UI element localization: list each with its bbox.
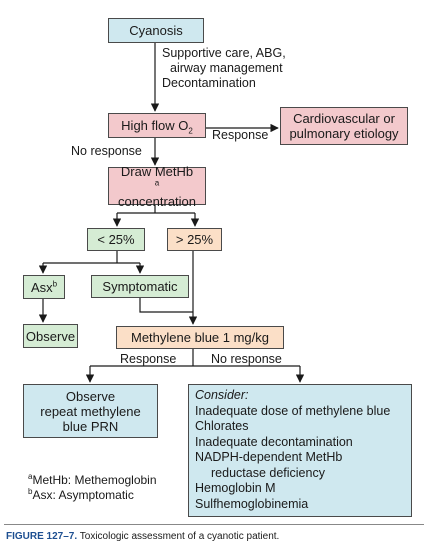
node-lt25-label: < 25% xyxy=(97,232,135,247)
edge-label-supportive: Supportive care, ABG, airway management … xyxy=(162,46,332,91)
consider-item: Inadequate dose of methylene blue xyxy=(195,403,391,418)
edge-label-no-response-bottom: No response xyxy=(211,352,282,366)
consider-item: reductase deficiency xyxy=(211,465,325,480)
node-symptomatic-label: Symptomatic xyxy=(102,279,178,294)
consider-item: Sulfhemoglobinemia xyxy=(195,496,309,511)
consider-item: Chlorates xyxy=(195,419,249,433)
footnote-b-text: Asx: Asymptomatic xyxy=(32,488,134,502)
footnote-a-text: MetHb: Methemoglobin xyxy=(32,473,157,487)
node-observe-repeat: Observe repeat methylene blue PRN xyxy=(23,384,158,438)
edge-label-no-response: No response xyxy=(71,144,142,158)
draw-methb-footnote-mark: a xyxy=(154,178,160,188)
node-asx: Asxb xyxy=(23,275,65,299)
high-flow-o2-subscript: 2 xyxy=(188,126,193,136)
edge-label-response-bottom: Response xyxy=(120,352,177,366)
figure-label: FIGURE 127–7. xyxy=(6,531,78,542)
observe-repeat-line-1: Observe xyxy=(65,388,116,404)
node-gt25-label: > 25% xyxy=(175,232,214,247)
draw-methb-line-2: concentration xyxy=(117,193,197,209)
node-symptomatic: Symptomatic xyxy=(91,275,189,298)
footnote-a-mark: a xyxy=(28,472,33,481)
observe-repeat-line-2: repeat methylene xyxy=(40,403,141,419)
asx-text: Asx xyxy=(30,279,53,295)
edge-symptomatic-to-merge xyxy=(139,298,193,313)
node-cardiovascular: Cardiovascular or pulmonary etiology xyxy=(280,107,408,145)
node-gt25: > 25% xyxy=(167,228,222,251)
consider-item: Inadequate decontamination xyxy=(195,434,353,449)
cardio-line-2: pulmonary etiology xyxy=(289,126,399,141)
node-lt25: < 25% xyxy=(87,228,145,251)
footnote-b: bAsx: Asymptomatic xyxy=(28,488,134,503)
node-methylene-blue-label: Methylene blue 1 mg/kg xyxy=(130,330,270,345)
asx-footnote-mark: b xyxy=(52,279,58,289)
high-flow-o2-text: High flow O xyxy=(121,118,189,133)
node-cyanosis-label: Cyanosis xyxy=(129,23,183,38)
node-high-flow-o2-label: High flow O2 xyxy=(121,118,193,136)
node-cyanosis: Cyanosis xyxy=(108,18,204,43)
consider-heading: Consider: xyxy=(195,388,249,402)
edge-label-response-right: Response xyxy=(212,128,269,142)
supportive-line-2: airway management xyxy=(170,61,283,75)
node-observe-label: Observe xyxy=(25,328,76,344)
node-observe: Observe xyxy=(23,324,78,348)
node-consider: Consider: Inadequate dose of methylene b… xyxy=(188,384,412,517)
figure-caption: FIGURE 127–7. Toxicologic assessment of … xyxy=(6,531,279,542)
consider-item: NADPH-dependent MetHb xyxy=(195,450,343,464)
footnote-b-mark: b xyxy=(28,487,33,496)
draw-methb-text: Draw MetHb xyxy=(120,163,194,179)
observe-repeat-line-3: blue PRN xyxy=(62,418,119,434)
cardio-line-1: Cardiovascular or xyxy=(293,111,395,126)
node-high-flow-o2: High flow O2 xyxy=(108,113,206,138)
footnote-a: aMetHb: Methemoglobin xyxy=(28,473,157,488)
consider-item: Hemoglobin M xyxy=(195,481,276,495)
caption-divider xyxy=(4,524,424,525)
supportive-line-3: Decontamination xyxy=(162,76,256,90)
figure-caption-text: Toxicologic assessment of a cyanotic pat… xyxy=(79,531,280,542)
node-methylene-blue: Methylene blue 1 mg/kg xyxy=(116,326,284,349)
node-asx-label: Asxb xyxy=(31,280,57,295)
supportive-line-1: Supportive care, ABG, xyxy=(162,46,286,60)
